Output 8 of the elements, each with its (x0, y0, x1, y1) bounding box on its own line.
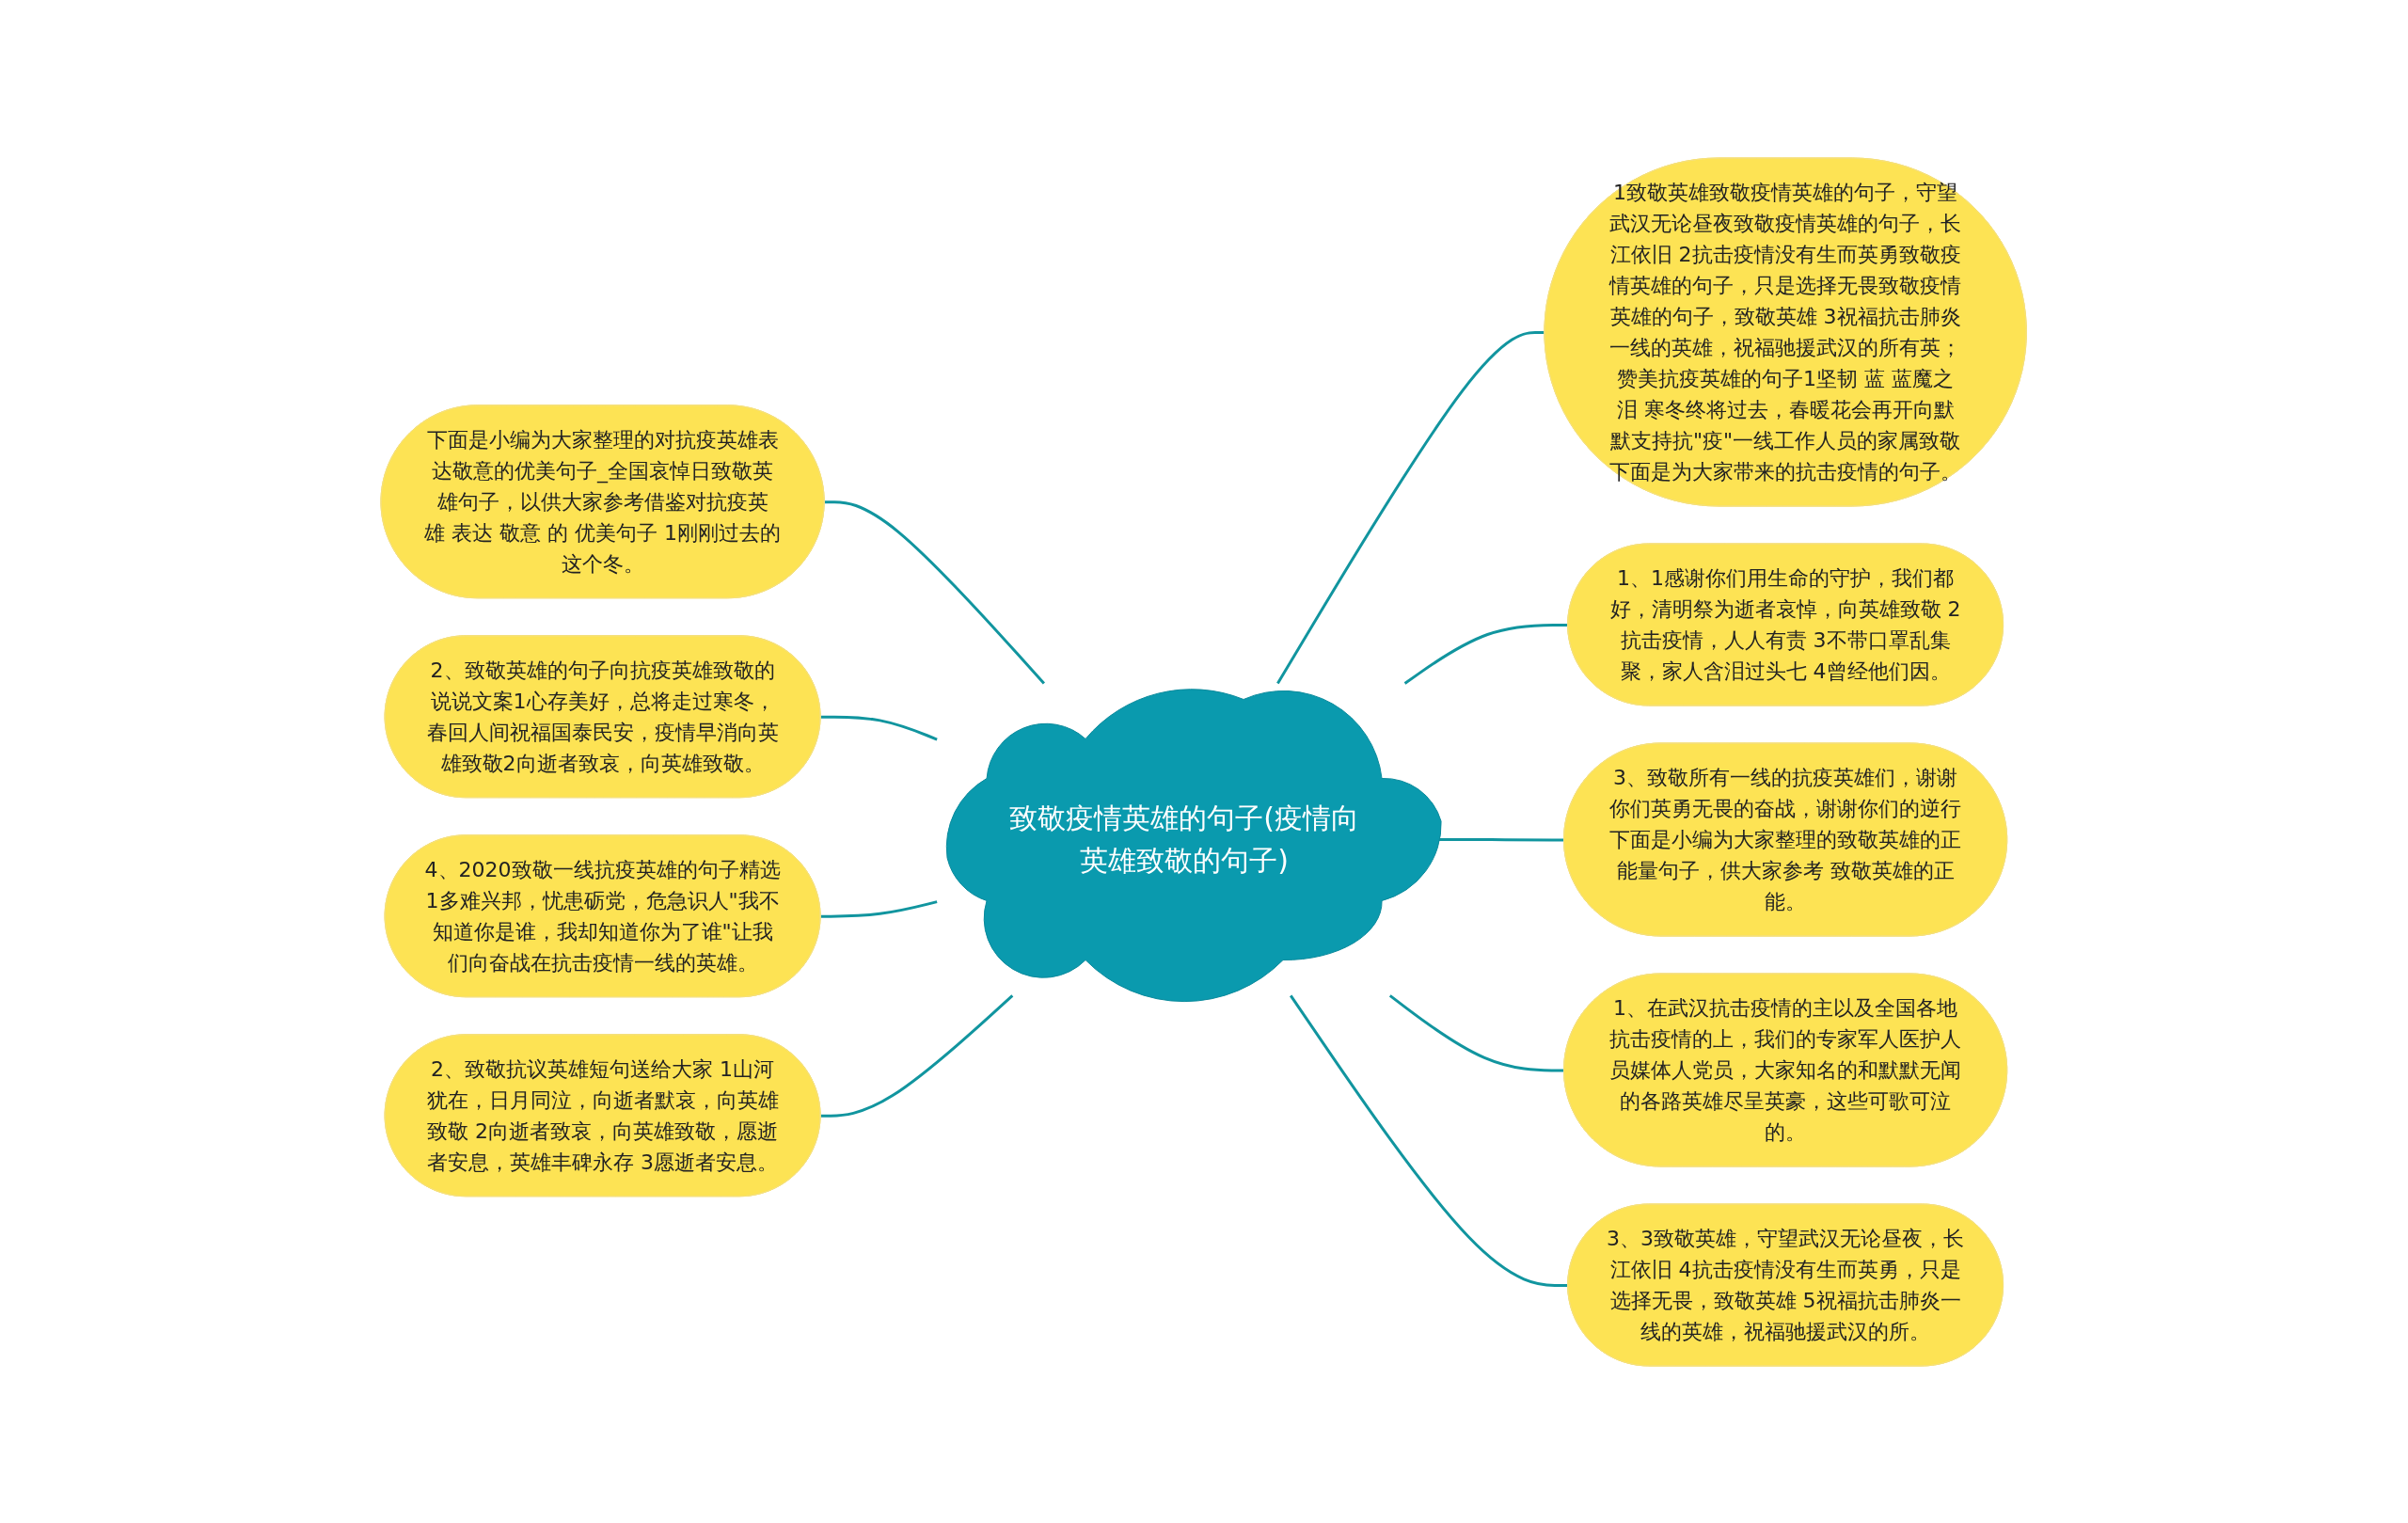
connector (820, 899, 938, 918)
connector (1404, 623, 1569, 685)
connector (1276, 330, 1545, 684)
connector (825, 500, 1046, 685)
connector (820, 715, 939, 740)
connector (1290, 994, 1569, 1287)
connector (1389, 993, 1565, 1071)
connector (820, 993, 1014, 1118)
